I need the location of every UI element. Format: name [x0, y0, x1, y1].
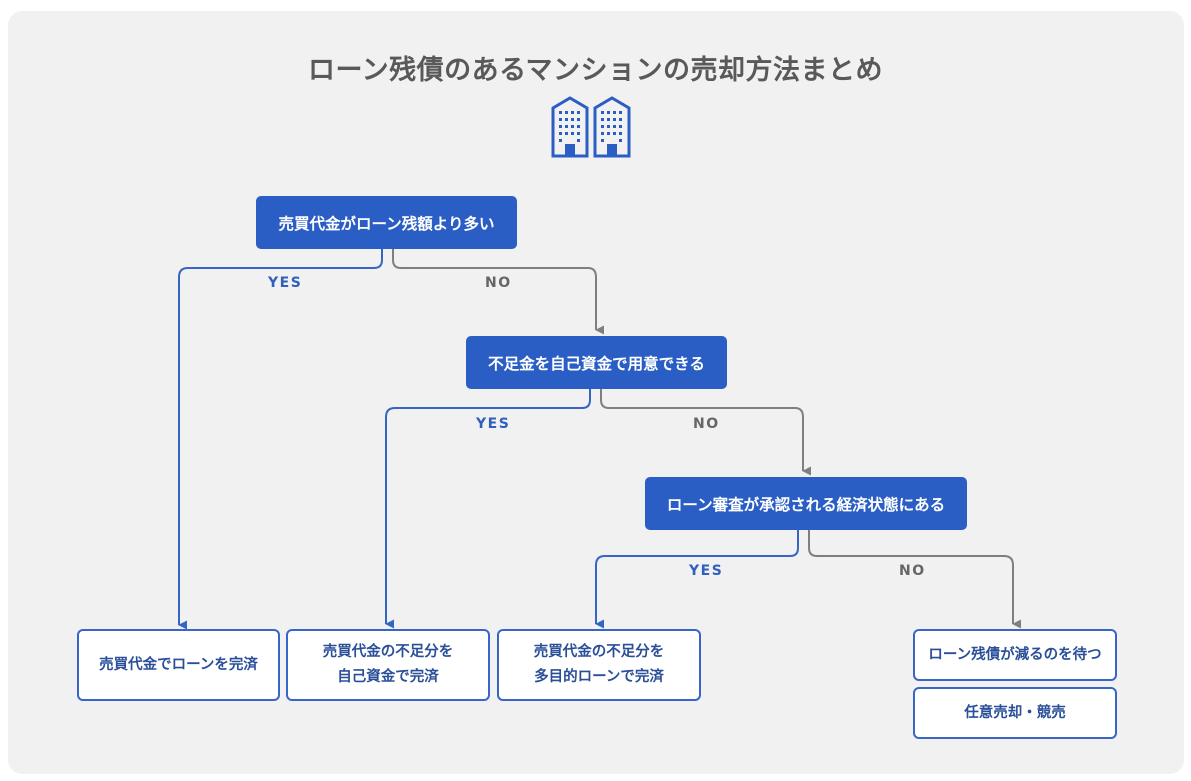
yes-label: YES	[689, 563, 724, 579]
result-box-5: 任意売却・競売	[913, 687, 1117, 739]
no-connector	[600, 389, 812, 476]
yes-label: YES	[268, 275, 303, 291]
result-text: 売買代金の不足分を	[533, 644, 665, 660]
result-box-1: 売買代金でローンを完済	[77, 629, 280, 701]
no-label: NO	[485, 275, 512, 291]
result-text: ローン残債が減るのを待つ	[928, 646, 1102, 663]
result-box-4: ローン残債が減るのを待つ	[913, 629, 1117, 681]
no-connector	[392, 249, 605, 335]
yes-connector	[178, 249, 383, 625]
decision-box-2: 不足金を自己資金で用意できる	[466, 336, 727, 389]
decision-box-1: 売買代金がローン残額より多い	[256, 196, 517, 249]
building-icon	[551, 96, 589, 158]
result-text: 多目的ローンで完済	[534, 669, 664, 685]
yes-connector	[595, 530, 799, 629]
decision-box-3: ローン審査が承認される経済状態にある	[645, 477, 967, 530]
page-title: ローン残債のあるマンションの売却方法まとめ	[307, 55, 884, 86]
result-text: 売買代金の不足分を	[322, 644, 454, 660]
yes-connector	[385, 389, 591, 629]
building-icon	[593, 96, 631, 158]
no-label: NO	[899, 563, 926, 579]
no-connector	[808, 530, 1022, 629]
yes-label: YES	[476, 416, 511, 432]
buildings-icon-group	[551, 96, 631, 158]
result-box-3: 売買代金の不足分を 多目的ローンで完済	[497, 629, 701, 701]
result-text: 自己資金で完済	[337, 669, 439, 685]
result-text: 任意売却・競売	[964, 704, 1066, 721]
result-text: 売買代金でローンを完済	[99, 656, 258, 673]
result-box-2: 売買代金の不足分を 自己資金で完済	[286, 629, 490, 701]
no-label: NO	[693, 416, 720, 432]
